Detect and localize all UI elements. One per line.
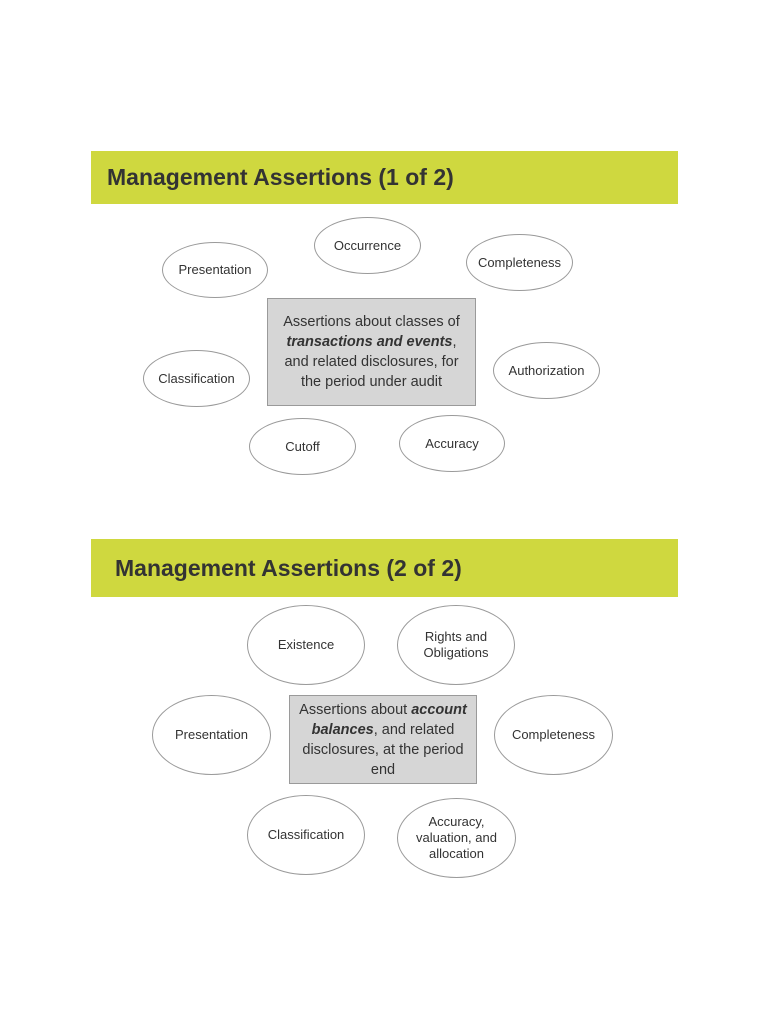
oval-occurrence-label: Occurrence xyxy=(333,237,402,253)
oval-authorization: Authorization xyxy=(493,342,600,399)
slide1-center-text: Assertions about classes of transactions… xyxy=(274,312,469,392)
oval-classification-2: Classification xyxy=(247,795,365,875)
oval-classification-1-label: Classification xyxy=(158,370,235,386)
oval-classification-1: Classification xyxy=(143,350,250,407)
oval-authorization-label: Authorization xyxy=(508,362,585,378)
slide2-center-pre: Assertions about xyxy=(299,701,412,718)
oval-completeness-1: Completeness xyxy=(466,234,573,291)
oval-presentation-1-label: Presentation xyxy=(178,262,252,277)
slide2-title: Management Assertions (2 of 2) xyxy=(115,554,462,581)
slide2-center-emphasis: account balances xyxy=(311,701,467,738)
oval-completeness-2-label: Completeness xyxy=(511,727,596,742)
oval-cutoff: Cutoff xyxy=(249,418,356,475)
oval-accuracy-valuation-allocation-label: Accuracy, valuation, and allocation xyxy=(416,814,497,861)
slide1-center-box: Assertions about classes of transactions… xyxy=(267,298,476,406)
oval-existence-label: Existence xyxy=(277,637,335,652)
slide1-title: Management Assertions (1 of 2) xyxy=(107,164,454,190)
oval-completeness-1-label: Completeness xyxy=(477,254,562,270)
oval-occurrence: Occurrence xyxy=(314,217,421,274)
oval-presentation-2: Presentation xyxy=(152,695,271,775)
slide2-center-post: , and related disclosures, at the period… xyxy=(302,721,464,778)
oval-completeness-2: Completeness xyxy=(494,695,613,775)
oval-presentation-1: Presentation xyxy=(162,242,268,298)
oval-classification-2-label: Classification xyxy=(267,827,345,842)
slide1-center-post: , and related disclosures, for the perio… xyxy=(284,334,459,390)
oval-cutoff-label: Cutoff xyxy=(285,438,320,454)
oval-accuracy-valuation-allocation: Accuracy, valuation, and allocation xyxy=(397,798,516,878)
slide1-title-banner: Management Assertions (1 of 2) xyxy=(91,151,678,204)
oval-existence: Existence xyxy=(247,605,365,685)
oval-accuracy: Accuracy xyxy=(399,415,505,472)
oval-accuracy-label: Accuracy xyxy=(425,435,479,451)
slide2-center-text: Assertions about account balances, and r… xyxy=(296,700,470,780)
slide1-center-emphasis: transactions and events xyxy=(286,334,453,350)
slide1-center-pre: Assertions about classes of xyxy=(283,314,460,330)
oval-rights-obligations: Rights and Obligations xyxy=(397,605,515,685)
slide2-title-banner: Management Assertions (2 of 2) xyxy=(91,539,678,597)
oval-rights-obligations-label: Rights and Obligations xyxy=(423,629,489,660)
slide2-center-box: Assertions about account balances, and r… xyxy=(289,695,477,784)
oval-presentation-2-label: Presentation xyxy=(175,727,248,742)
